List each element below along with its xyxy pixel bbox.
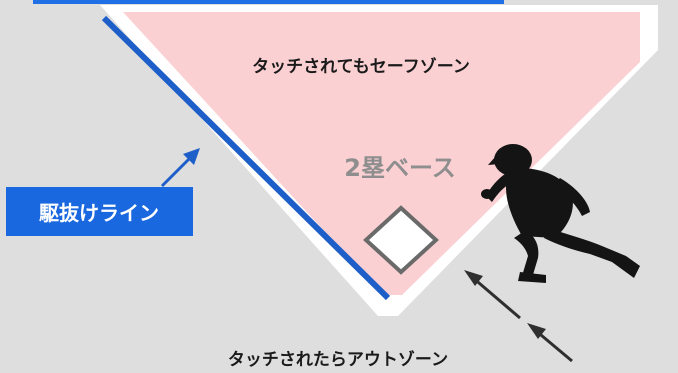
running-player-silhouette-icon [481, 144, 640, 283]
direction-arrow-upper-icon [464, 270, 521, 320]
direction-arrow-lower-icon [527, 323, 573, 363]
safe-zone-area [123, 12, 640, 295]
top-accent-bar [33, 0, 504, 4]
pointer-arrow-icon [160, 148, 200, 188]
out-zone-label: タッチされたらアウトゾーン [228, 350, 448, 370]
runner-line-label: 駆抜けライン [39, 201, 159, 225]
run-through-line [101, 15, 391, 301]
runner-line-label-box [6, 187, 193, 236]
safe-zone-label: タッチされてもセーフゾーン [252, 57, 470, 77]
base-label: 2塁ベース [344, 154, 456, 182]
base-diamond-icon [363, 205, 439, 275]
